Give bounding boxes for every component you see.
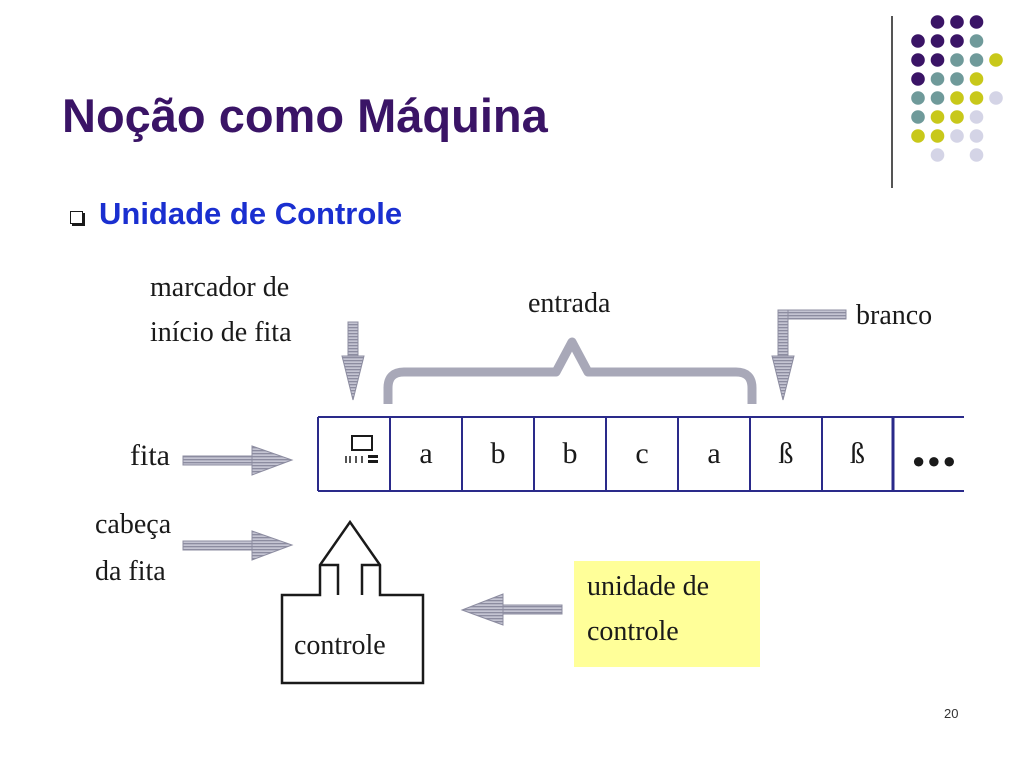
label-tape: fita bbox=[130, 439, 170, 472]
decorative-dot bbox=[911, 53, 925, 67]
decorative-dot bbox=[911, 91, 925, 105]
decorative-dot bbox=[930, 53, 945, 67]
decorative-dot bbox=[911, 72, 925, 86]
input-brace bbox=[383, 337, 757, 404]
label-head-line2: da fita bbox=[95, 556, 166, 587]
label-control: controle bbox=[294, 630, 386, 661]
tape-cell-symbol: ß bbox=[779, 437, 794, 470]
tape-start-marker-icon bbox=[345, 435, 378, 463]
square-bullet-icon bbox=[70, 210, 83, 224]
decorative-dot bbox=[989, 53, 1003, 67]
label-head-line1: cabeça bbox=[95, 509, 172, 540]
decorative-vertical-line bbox=[891, 16, 893, 188]
decorative-dot bbox=[950, 15, 964, 29]
decorative-dot bbox=[950, 110, 964, 124]
control-box bbox=[280, 519, 425, 685]
decorative-dot bbox=[950, 129, 964, 143]
decorative-dot bbox=[930, 148, 945, 162]
slide-subtitle: Unidade de Controle bbox=[99, 196, 403, 231]
decorative-dot bbox=[950, 72, 964, 86]
decorative-dot bbox=[930, 110, 945, 124]
decorative-dot bbox=[950, 91, 964, 105]
label-control-unit-line1: unidade de bbox=[587, 571, 709, 602]
decorative-dot bbox=[969, 129, 984, 143]
tape: a b b c a ß ß ●●● bbox=[317, 416, 964, 492]
tape-cell-symbol: b bbox=[491, 437, 506, 470]
decorative-dot bbox=[969, 148, 984, 162]
control-unit-box bbox=[574, 561, 760, 667]
tape-ellipsis: ●●● bbox=[912, 448, 958, 473]
decorative-dot bbox=[930, 72, 945, 86]
label-control-unit-line2: controle bbox=[587, 616, 679, 647]
page-number: 20 bbox=[944, 706, 959, 721]
decorative-dot bbox=[969, 15, 984, 29]
blank-arrow bbox=[771, 309, 847, 401]
label-start-marker-line2: início de fita bbox=[150, 317, 292, 348]
decorative-dot bbox=[969, 91, 984, 105]
decorative-dot bbox=[930, 91, 945, 105]
decorative-dot bbox=[969, 110, 984, 124]
tape-cell-symbol: c bbox=[635, 437, 648, 470]
decorative-dot bbox=[911, 129, 925, 143]
control-unit-arrow bbox=[460, 593, 563, 626]
tape-cell-symbol: a bbox=[707, 437, 720, 470]
decorative-dot bbox=[989, 91, 1003, 105]
decorative-dot bbox=[950, 53, 964, 67]
tape-arrow bbox=[182, 445, 294, 476]
label-start-marker-line1: marcador de bbox=[150, 272, 289, 303]
decorative-dot bbox=[969, 53, 984, 67]
decorative-dot-grid bbox=[911, 15, 1003, 162]
label-input: entrada bbox=[528, 288, 611, 319]
decorative-dot bbox=[969, 34, 984, 48]
head-arrow bbox=[182, 530, 294, 561]
decorative-dot bbox=[911, 34, 925, 48]
decorative-dot bbox=[950, 34, 964, 48]
label-blank: branco bbox=[856, 300, 932, 331]
subtitle-row: Unidade de Controle bbox=[70, 196, 402, 232]
tape-cell-symbol: a bbox=[419, 437, 432, 470]
tape-cell-symbol: ß bbox=[850, 437, 865, 470]
decorative-dot bbox=[969, 72, 984, 86]
slide-title: Noção como Máquina bbox=[62, 89, 548, 142]
decorative-dot bbox=[930, 129, 945, 143]
decorative-dot bbox=[930, 15, 945, 29]
decorative-dot bbox=[930, 34, 945, 48]
start-marker-arrow bbox=[341, 321, 365, 401]
tape-cell-symbol: b bbox=[563, 437, 578, 470]
decorative-dot bbox=[911, 110, 925, 124]
